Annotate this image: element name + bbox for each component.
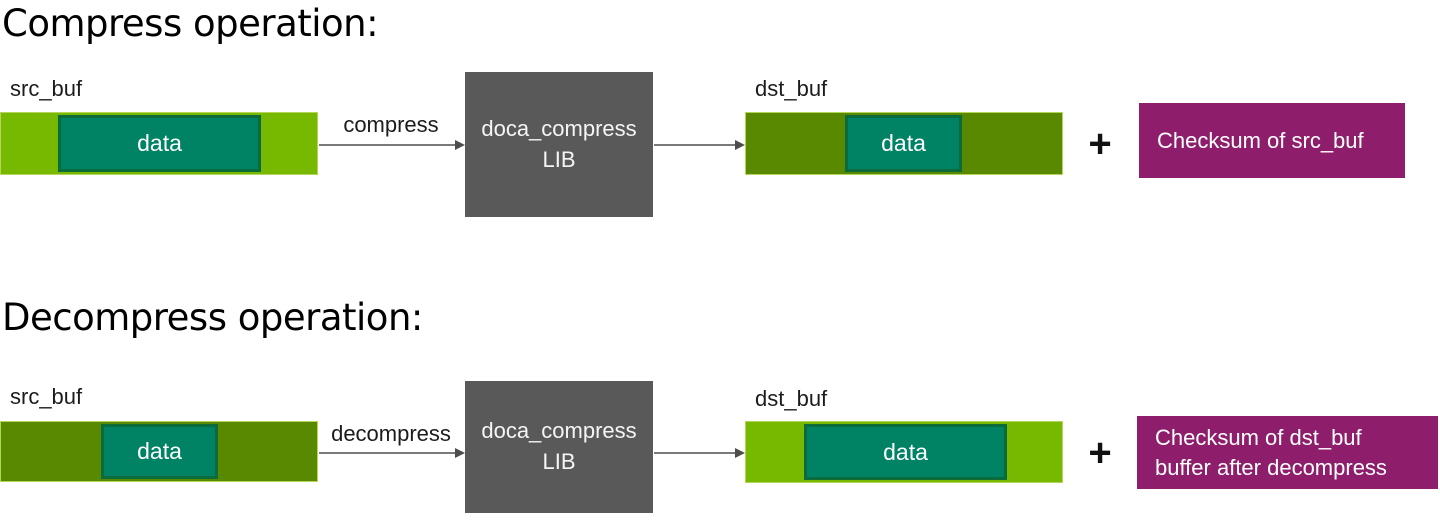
data-label: data: [137, 130, 182, 156]
src-buffer-bar: data: [0, 421, 318, 482]
data-block: data: [101, 424, 218, 479]
src-buf-label: src_buf: [10, 76, 83, 101]
dst-buffer-bar: data: [745, 421, 1063, 483]
operation-arrow-label: compress: [343, 112, 439, 137]
data-label: data: [137, 438, 182, 464]
dst-buf-label: dst_buf: [755, 76, 828, 101]
data-block: data: [58, 115, 261, 172]
plus-sign: +: [1088, 122, 1112, 166]
lib-name-line: doca_compress: [481, 115, 637, 141]
checksum-box: Checksum of src_buf: [1139, 103, 1405, 178]
operation-arrow-label: decompress: [331, 421, 451, 446]
section-title: Decompress operation:: [2, 296, 423, 339]
src-buffer-bar: data: [0, 112, 318, 175]
src-buf-label: src_buf: [10, 384, 83, 409]
doca-compress-lib-box: doca_compress LIB: [465, 72, 653, 217]
dst-buf-label: dst_buf: [755, 386, 828, 411]
checksum-box: Checksum of dst_buf buffer after decompr…: [1137, 416, 1438, 489]
lib-name-line: doca_compress: [481, 418, 637, 444]
doca-compress-lib-box: doca_compress LIB: [465, 381, 653, 513]
data-block: data: [804, 424, 1007, 480]
data-label: data: [883, 438, 928, 465]
checksum-line: buffer after decompress: [1155, 454, 1387, 480]
data-label: data: [881, 130, 926, 156]
checksum-line: Checksum of src_buf: [1157, 127, 1364, 153]
lib-to-dst-arrow: [654, 448, 745, 458]
dst-buffer-bar: data: [745, 112, 1063, 175]
src-to-lib-arrow: [319, 140, 465, 150]
lib-line: LIB: [542, 449, 576, 474]
lib-to-dst-arrow: [654, 140, 745, 150]
checksum-line: Checksum of dst_buf: [1155, 425, 1362, 451]
plus-sign: +: [1088, 431, 1112, 475]
lib-line: LIB: [542, 146, 576, 172]
data-block: data: [845, 115, 962, 172]
section-title: Compress operation:: [2, 2, 379, 45]
src-to-lib-arrow: [319, 448, 465, 458]
